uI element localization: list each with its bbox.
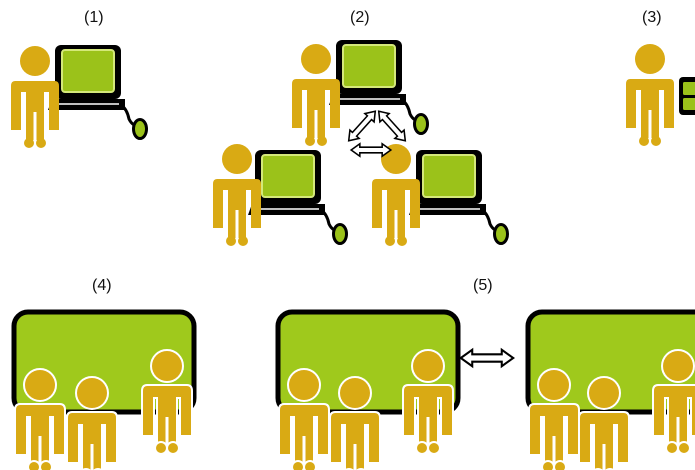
person-icon — [11, 46, 59, 148]
panel-label-5: (5) — [473, 277, 493, 294]
computer-icon — [46, 43, 148, 140]
person-icon — [278, 368, 330, 470]
double-arrow-icon — [343, 106, 381, 146]
panel-label-4: (4) — [92, 277, 112, 294]
computer-icon — [246, 148, 348, 245]
double-arrow-icon — [373, 106, 411, 146]
panel-label-1: (1) — [84, 9, 104, 26]
person-icon — [292, 44, 340, 146]
double-arrow-icon — [459, 348, 515, 368]
panel-5-distributed-groups — [278, 312, 695, 470]
person-icon — [213, 144, 261, 246]
computer-icon — [407, 148, 509, 245]
panel-1-single-user — [11, 43, 148, 148]
panel-label-3: (3) — [642, 9, 662, 26]
person-icon — [402, 349, 454, 455]
panel-4-colocated-group — [14, 312, 194, 470]
panel-3-mobile-user — [626, 44, 695, 146]
person-icon — [372, 144, 420, 246]
double-arrow-icon — [350, 143, 392, 157]
person-icon — [66, 376, 118, 470]
panel-label-2: (2) — [350, 9, 370, 26]
computer-icon — [327, 38, 429, 135]
person-icon — [528, 368, 580, 470]
person-icon — [14, 368, 66, 470]
person-icon — [141, 349, 193, 455]
person-icon — [578, 376, 630, 470]
person-icon — [329, 376, 381, 470]
person-icon — [626, 44, 674, 146]
mobile-device-icon — [679, 77, 695, 115]
panel-2-networked-users — [213, 38, 509, 246]
